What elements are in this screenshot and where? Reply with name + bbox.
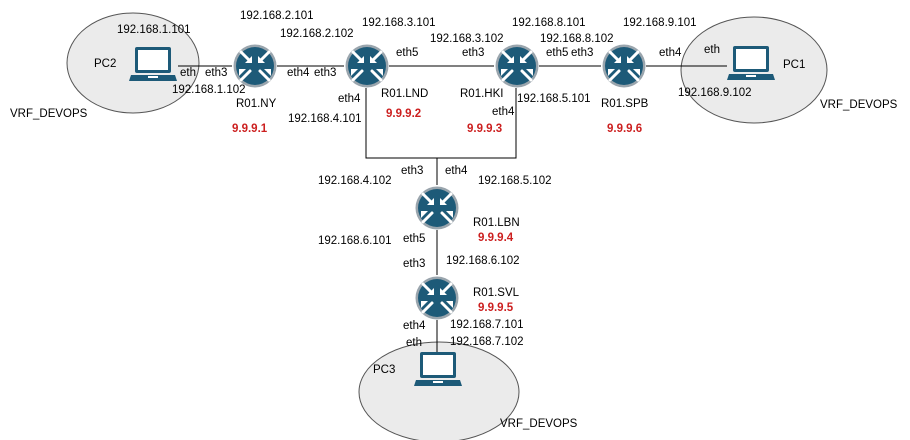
laptop-icon-pc2[interactable] xyxy=(128,45,178,87)
loopback-ny: 9.9.9.1 xyxy=(232,123,268,135)
vrf-zone-pc2 xyxy=(66,12,200,114)
port-svl-eth4: eth4 xyxy=(403,320,426,332)
port-hki-eth3: eth3 xyxy=(462,47,485,59)
pc-name-pc3: PC3 xyxy=(373,364,396,376)
port-ny-eth3: eth3 xyxy=(205,67,228,79)
port-lbn-eth4: eth4 xyxy=(445,165,468,177)
ip-lbn-eth5: 192.168.6.101 xyxy=(318,235,392,247)
port-lnd-eth4: eth4 xyxy=(338,93,361,105)
ip-svl-eth4: 192.168.7.101 xyxy=(450,319,524,331)
ip-lbn-eth3: 192.168.4.102 xyxy=(318,175,392,187)
loopback-lnd: 9.9.9.2 xyxy=(386,108,422,120)
pc-name-pc1: PC1 xyxy=(783,59,806,71)
port-pc1-eth: eth xyxy=(704,44,720,56)
router-icon-ny[interactable] xyxy=(232,43,278,89)
router-name-svl: R01.SVL xyxy=(473,287,520,299)
ip-hki-eth3: 192.168.3.102 xyxy=(430,33,504,45)
router-icon-lbn[interactable] xyxy=(414,185,460,231)
ip-pc3-eth: 192.168.7.102 xyxy=(450,336,524,348)
port-lnd-eth3: eth3 xyxy=(314,67,337,79)
port-svl-eth3: eth3 xyxy=(403,258,426,270)
pc-name-pc2: PC2 xyxy=(94,58,117,70)
port-lbn-eth3: eth3 xyxy=(401,165,424,177)
port-lbn-eth5: eth5 xyxy=(403,233,426,245)
port-ny-eth4: eth4 xyxy=(287,67,310,79)
ip-ny-eth3: 192.168.1.102 xyxy=(172,84,246,96)
vrf-zone-pc3 xyxy=(358,341,520,440)
port-hki-eth4: eth4 xyxy=(492,106,515,118)
port-lnd-eth5: eth5 xyxy=(396,47,419,59)
router-icon-hki[interactable] xyxy=(494,43,540,89)
ip-pc2-eth: 192.168.1.101 xyxy=(117,24,191,36)
ip-lnd-eth4: 192.168.4.101 xyxy=(288,113,362,125)
ip-lnd-eth5: 192.168.3.101 xyxy=(362,17,436,29)
ip-svl-eth3: 192.168.6.102 xyxy=(446,255,520,267)
ip-hki-eth4: 192.168.5.101 xyxy=(517,93,591,105)
laptop-icon-pc1[interactable] xyxy=(726,44,776,86)
router-icon-svl[interactable] xyxy=(414,275,460,321)
ip-hki-eth5: 192.168.8.101 xyxy=(512,17,586,29)
port-spb-eth4: eth4 xyxy=(659,47,682,59)
vrf-label-pc2: VRF_DEVOPS xyxy=(10,108,88,120)
link-hki-lbn xyxy=(437,88,517,159)
port-pc2-eth: eth xyxy=(180,67,196,79)
router-name-lbn: R01.LBN xyxy=(473,217,520,229)
ip-spb-eth3: 192.168.8.102 xyxy=(540,33,614,45)
loopback-spb: 9.9.9.6 xyxy=(607,123,643,135)
vrf-label-pc3: VRF_DEVOPS xyxy=(500,418,578,430)
vrf-label-pc1: VRF_DEVOPS xyxy=(820,99,898,111)
router-name-hki: R01.HKI xyxy=(460,88,504,100)
router-icon-lnd[interactable] xyxy=(344,43,390,89)
router-name-spb: R01.SPB xyxy=(601,98,649,110)
loopback-hki: 9.9.9.3 xyxy=(467,123,503,135)
loopback-svl: 9.9.9.5 xyxy=(478,302,514,314)
router-name-ny: R01.NY xyxy=(236,98,277,110)
ip-pc1-eth: 192.168.9.102 xyxy=(678,87,752,99)
link-lnd-lbn xyxy=(365,88,438,185)
ip-lnd-eth3: 192.168.2.102 xyxy=(280,28,354,40)
port-spb-eth3: eth3 xyxy=(571,47,594,59)
ip-ny-eth4: 192.168.2.101 xyxy=(240,10,314,22)
port-hki-eth5: eth5 xyxy=(546,47,569,59)
port-pc3-eth: eth xyxy=(406,337,422,349)
router-icon-spb[interactable] xyxy=(601,43,647,89)
ip-lbn-eth4: 192.168.5.102 xyxy=(478,175,552,187)
router-name-lnd: R01.LND xyxy=(381,88,429,100)
ip-spb-eth4: 192.168.9.101 xyxy=(623,17,697,29)
laptop-icon-pc3[interactable] xyxy=(413,350,463,392)
loopback-lbn: 9.9.9.4 xyxy=(478,232,514,244)
